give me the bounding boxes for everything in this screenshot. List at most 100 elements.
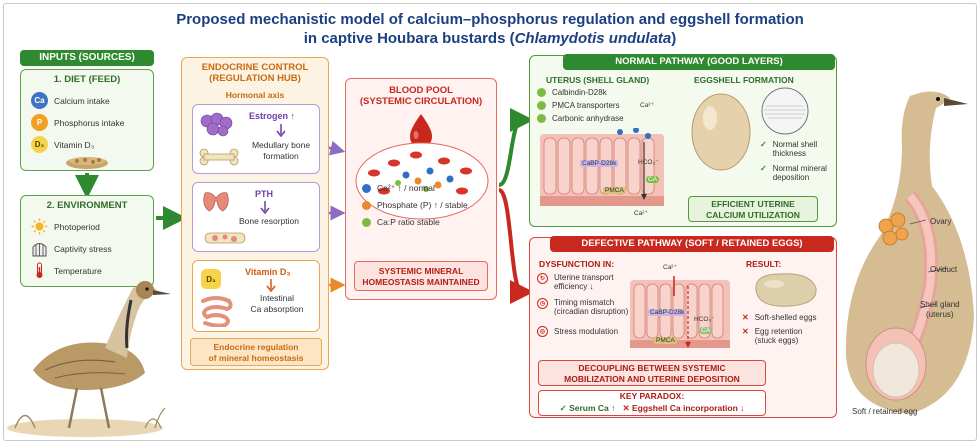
- blood-drop-icon: [410, 114, 432, 147]
- key-paradox-box: KEY PARADOX: ✓ Serum Ca ↑ ✕ Eggshell Ca …: [538, 390, 766, 416]
- defective-hco3-label: HCO₃⁻: [694, 316, 715, 323]
- title-line-2: in captive Houbara bustards (Chlamydotis…: [303, 30, 677, 47]
- defective-pmca-label: PMCA: [654, 337, 677, 344]
- bullet-icon: [537, 88, 546, 97]
- cross-icon: ✕: [742, 313, 749, 322]
- endocrine-panel: ENDOCRINE CONTROL (REGULATION HUB) Hormo…: [181, 57, 329, 370]
- normal-ca-top-label: Ca²⁺: [640, 102, 654, 109]
- calcium-icon: Ca: [31, 92, 48, 109]
- cross-icon: ✕: [622, 403, 630, 413]
- dysfunction-item-stress: ◎ Stress modulation: [537, 326, 618, 337]
- env-item-captivity: Captivity stress: [31, 240, 112, 257]
- defective-ca-top-label: Ca²⁺: [663, 264, 677, 271]
- result-soft-shelled: ✕ Soft-shelled eggs: [742, 313, 817, 322]
- normal-pathway-header: NORMAL PATHWAY (GOOD LAYERS): [563, 54, 835, 70]
- defective-cabp-label: CaBP-D28k: [648, 309, 687, 316]
- checkmark-icon: ✓: [559, 403, 567, 413]
- feed-pellets-icon: [66, 157, 108, 169]
- normal-ca-badge: CA: [646, 176, 660, 183]
- shell-crosssection-icon: [761, 87, 809, 135]
- vitamin-d-effect: Intestinal Ca absorption: [250, 293, 304, 314]
- vitamin-d-label: Vitamin D₃: [245, 267, 291, 277]
- ovary-cluster-icon: [200, 112, 233, 137]
- species-name: Chlamydotis undulata: [514, 30, 672, 47]
- figure-frame: [3, 3, 977, 441]
- clock-icon: ◷: [537, 298, 548, 309]
- estrogen-effect: Medullary bone formation: [251, 140, 311, 161]
- bullet-icon: [537, 101, 546, 110]
- estrogen-down-arrow: [276, 124, 286, 138]
- anatomy-label-ovary: Ovary: [930, 217, 952, 226]
- cage-icon: [32, 243, 47, 257]
- vitamin-d-box: D₃ Vitamin D₃ Intestinal Ca absorption: [192, 260, 320, 332]
- blood-legend-phosphate: Phosphate (P) ↑ / stable: [362, 200, 468, 210]
- blood-pool-title: BLOOD POOL (SYSTEMIC CIRCULATION): [359, 85, 483, 107]
- ratio-dot-icon: [362, 217, 371, 227]
- diet-title: 1. DIET (FEED): [53, 74, 121, 85]
- houbara-bustard-illustration: [7, 281, 171, 437]
- result-title: RESULT:: [746, 259, 782, 269]
- efficient-utilization-box: EFFICIENT UTERINE CALCIUM UTILIZATION: [688, 196, 818, 222]
- defective-pathway-header: DEFECTIVE PATHWAY (SOFT / RETAINED EGGS): [550, 236, 834, 252]
- endocrine-title: ENDOCRINE CONTROL (REGULATION HUB): [201, 62, 309, 84]
- pth-label: PTH: [255, 189, 273, 199]
- blood-pool-footer: SYSTEMIC MINERAL HOMEOSTASIS MAINTAINED: [354, 261, 488, 291]
- blood-pool-panel: BLOOD POOL (SYSTEMIC CIRCULATION) Ca²⁺ ↑…: [345, 78, 497, 300]
- key-paradox-title: KEY PARADOX:: [619, 391, 685, 401]
- vitamin-d-badge: D₃: [201, 269, 221, 289]
- eggshell-title: EGGSHELL FORMATION: [694, 75, 794, 85]
- diet-item-phosphorus: P Phosphorus intake: [31, 114, 124, 131]
- dysfunction-title: DYSFUNCTION IN:: [539, 259, 615, 269]
- vitamin-d-icon: D₃: [31, 136, 48, 153]
- normal-pmca-label: PMCA: [603, 187, 626, 194]
- inputs-header: INPUTS (SOURCES): [20, 50, 154, 66]
- diet-item-calcium: Ca Calcium intake: [31, 92, 110, 109]
- decoupling-box: DECOUPLING BETWEEN SYSTEMIC MOBILIZATION…: [538, 360, 766, 386]
- figure-title: Proposed mechanistic model of calcium–ph…: [0, 10, 980, 48]
- env-item-temperature: Temperature: [31, 262, 102, 279]
- sun-icon: [31, 218, 48, 235]
- blood-legend-calcium: Ca²⁺ ↑ / normal: [362, 183, 435, 194]
- uterus-title: UTERUS (SHELL GLAND): [546, 75, 650, 85]
- uterus-item-carbonic: Carbonic anhydrase: [537, 114, 624, 123]
- dysfunction-item-timing: ◷ Timing mismatch(circadian disruption): [537, 298, 628, 316]
- endocrine-footer: Endocrine regulation of mineral homeosta…: [190, 338, 322, 366]
- estrogen-label: Estrogen ↑: [249, 111, 296, 121]
- cross-icon: ✕: [742, 327, 749, 336]
- uterus-item-pmca: PMCA transporters: [537, 101, 620, 110]
- normal-egg-illustration: [691, 93, 751, 171]
- transport-icon: ↻: [537, 273, 548, 284]
- anatomy-label-shell-gland: Shell gland (uterus): [920, 300, 960, 319]
- result-egg-retention: ✕ Egg retention(stuck eggs): [742, 327, 803, 345]
- blood-legend-ratio: Ca:P ratio stable: [362, 217, 440, 227]
- pth-box: PTH Bone resorption: [192, 182, 320, 252]
- vitamin-d-down-arrow: [266, 279, 276, 293]
- key-paradox-content: ✓ Serum Ca ↑ ✕ Eggshell Ca incorporation…: [559, 403, 745, 413]
- diet-item-vitamin-d: D₃ Vitamin D₃: [31, 136, 94, 153]
- normal-hco3-label: HCO₃⁻: [638, 159, 659, 166]
- uterus-item-calbindin: Calbindin-D28k: [537, 88, 607, 97]
- thermometer-icon: [36, 262, 43, 278]
- thyroid-gland-icon: [203, 192, 229, 212]
- calcium-dot-icon: [362, 184, 371, 193]
- env-item-photoperiod: Photoperiod: [31, 218, 100, 235]
- pth-down-arrow: [260, 201, 270, 215]
- pth-effect: Bone resorption: [239, 216, 300, 226]
- bullet-icon: [537, 114, 546, 123]
- checkmark-icon: ✓: [760, 140, 767, 149]
- bustard-anatomy-illustration: [845, 91, 974, 415]
- title-line-1: Proposed mechanistic model of calcium–ph…: [176, 11, 804, 28]
- stress-icon: ◎: [537, 326, 548, 337]
- blood-cells-circle: [355, 142, 489, 220]
- bone-icon: [199, 148, 239, 166]
- normal-cabp-label: CaBP-D28k: [580, 160, 619, 167]
- normal-uterine-epithelium: [540, 128, 664, 206]
- environment-panel: 2. ENVIRONMENT Photoperiod Captivity str…: [20, 195, 154, 287]
- intestine-icon: [201, 296, 233, 327]
- bone-resorption-icon: [204, 232, 246, 244]
- diet-panel: 1. DIET (FEED) Ca Calcium intake P Phosp…: [20, 69, 154, 171]
- normal-ca-bottom-label: Ca²⁺: [634, 210, 648, 217]
